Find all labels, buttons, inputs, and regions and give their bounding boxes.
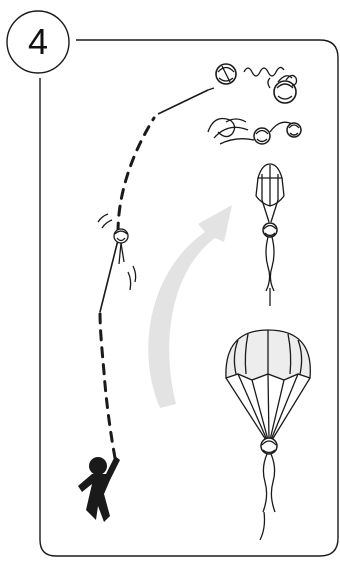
deploying-parachute [255, 163, 285, 306]
unfurling-pack [267, 74, 298, 104]
step-number: 4 [27, 21, 49, 62]
toss-trajectory [98, 116, 156, 460]
rotation-arrow [148, 205, 232, 408]
panel-border [39, 39, 339, 557]
open-parachute [225, 329, 311, 541]
spilling-canopy [207, 117, 302, 145]
apex-pack [157, 63, 285, 115]
tossed-pack [97, 213, 137, 313]
step-badge-circle [6, 10, 70, 74]
launch-figure [78, 456, 120, 522]
